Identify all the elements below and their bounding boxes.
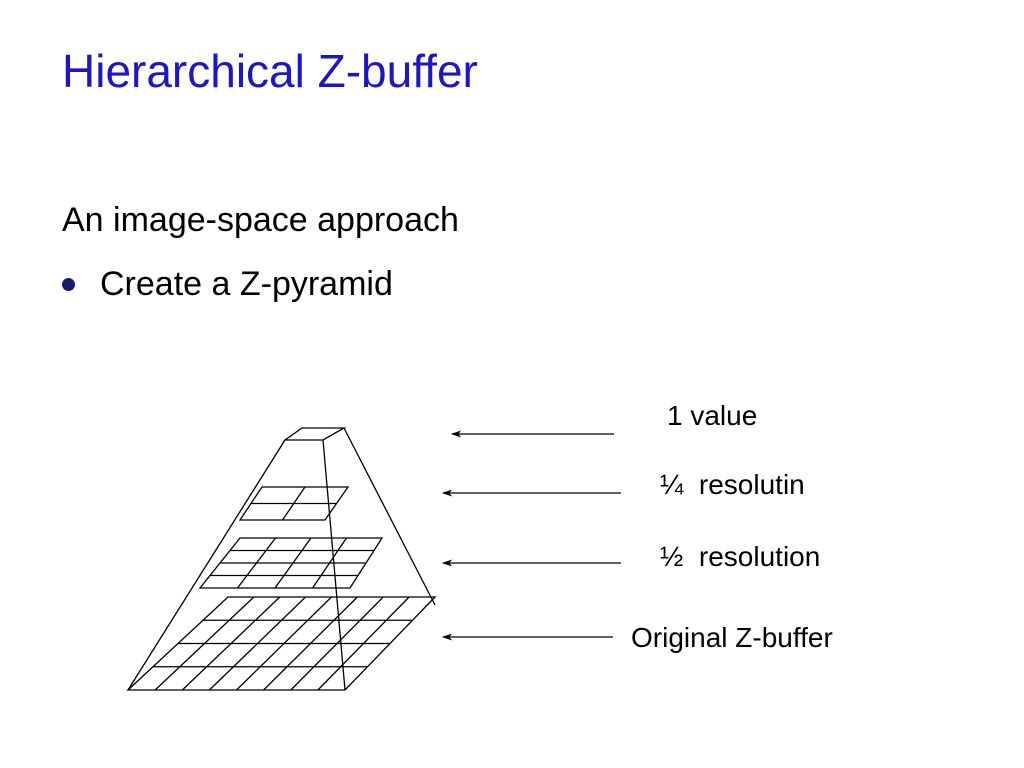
pyramid-level-quarter [238,486,350,521]
bullet-item: Create a Z-pyramid [62,265,393,303]
label-quarter-resolution: ¼ resolutin [660,469,805,500]
bullet-text: Create a Z-pyramid [100,265,393,303]
pyramid-edge-right [343,427,436,606]
pyramid-edge-back [322,439,346,691]
bullet-dot-icon [62,278,75,292]
bullet-list: Create a Z-pyramid [62,265,393,303]
pyramid-level-1-value [282,427,347,441]
pyramid-level-original [126,596,437,691]
slide-title: Hierarchical Z-buffer [62,45,478,97]
slide-subtitle: An image-space approach [62,201,459,239]
pyramid [126,427,437,691]
label-original-z-buffer: Original Z-buffer [631,622,833,653]
label-1-value: 1 value [667,400,757,431]
level-arrows [442,430,621,641]
pyramid-edge-left [127,439,286,691]
label-half-resolution: ½ resolution [660,541,820,572]
pyramid-level-half [198,537,384,589]
